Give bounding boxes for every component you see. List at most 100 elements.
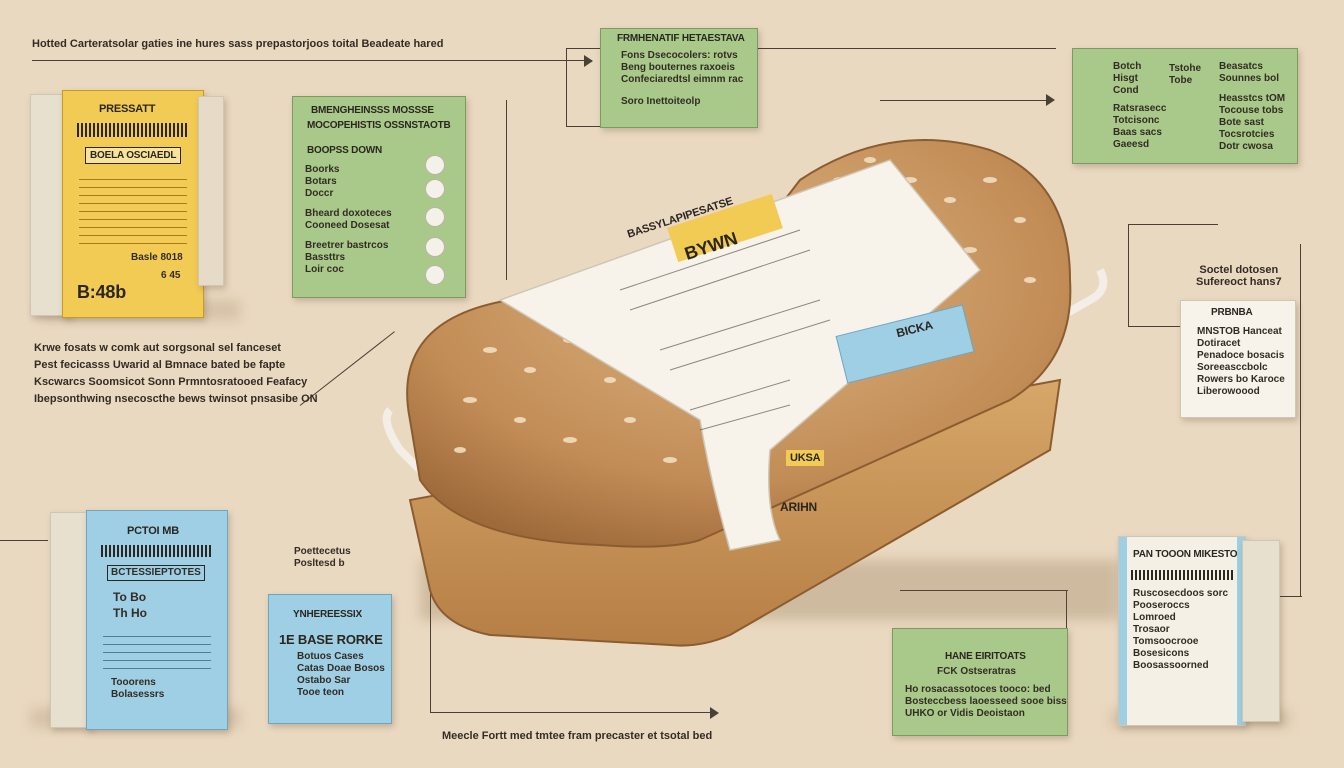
note-line: Beng bouternes raxoeis: [621, 62, 735, 73]
left-paragraph: Krwe fosats w comk aut sorgsonal sel fan…: [34, 340, 318, 408]
note-cell: Beasatcs: [1219, 61, 1263, 72]
package-line: Th Ho: [113, 606, 147, 620]
ingredients-panel: BMENGHEINSSS MOSSSE MOCOPEHISTIS OSSNSTA…: [292, 96, 466, 298]
package-line: Tomsoocrooe: [1133, 636, 1199, 647]
package-line: To Bo: [113, 590, 147, 604]
panel-item: Doccr: [305, 188, 334, 199]
bottom-caption: Meecle Fortt med tmtee fram precaster et…: [442, 730, 713, 742]
blue-label-caption: Poettecetus Posltesd b: [294, 546, 351, 570]
connector-line: [880, 100, 1050, 101]
note-line: Fons Dsecocolers: rotvs: [621, 50, 738, 61]
blue-label-card: YNHEREESSIX 1E BASE RORKE Botuos Cases C…: [268, 594, 392, 724]
package-line: Boosassoorned: [1133, 660, 1209, 671]
blue-package-side: [50, 512, 92, 728]
ingredient-icon: [425, 179, 445, 199]
package-line: Pooseroccs: [1133, 600, 1190, 611]
note-cell: Bote sast: [1219, 117, 1265, 128]
paragraph-line: Krwe fosats w comk aut sorgsonal sel fan…: [34, 342, 281, 354]
card-title: PRBNBA: [1211, 307, 1253, 318]
package-price: Basle 8018: [131, 252, 183, 263]
note-title: HANE EIRITOATS: [945, 651, 1026, 662]
right-package-side: [1242, 540, 1280, 722]
note-line: Confeciaredtsl eimnm rac: [621, 74, 744, 85]
nutrition-lines: [79, 174, 187, 244]
panel-item: Boorks: [305, 164, 340, 175]
panel-item: Bheard doxoteces: [305, 208, 392, 219]
note-line: Bosteccbess laoesseed sooe biss: [905, 696, 1067, 707]
package-line: BCTESSIEPTOTES: [107, 565, 205, 581]
note-title: FRMHENATIF HETAESTAVA: [617, 33, 745, 44]
connector-line: [900, 590, 1068, 591]
package-line: Bolasessrs: [111, 689, 165, 700]
label-line: Botuos Cases: [297, 651, 364, 662]
note-cell: Ratsrasecc: [1113, 103, 1167, 114]
band-note: UKSA: [786, 450, 825, 466]
loaf-paper-band: [498, 159, 982, 551]
barcode-strip: [77, 123, 189, 137]
ingredient-icon: [425, 207, 445, 227]
panel-item: Bassttrs: [305, 252, 346, 263]
note-cell: Baas sacs: [1113, 127, 1162, 138]
panel-title: BMENGHEINSSS MOSSSE: [311, 105, 434, 116]
note-cell: Heasstcs tOM: [1219, 93, 1286, 104]
package-code: 6 45: [161, 270, 181, 281]
card-line: Dotiracet: [1197, 338, 1241, 349]
right-caption: Soctel dotosen Sufereoct hans7: [1196, 264, 1282, 288]
caption-line: Poettecetus: [294, 546, 351, 557]
package-line: Tooorens: [111, 677, 156, 688]
package-big-number: B:48b: [77, 282, 127, 302]
panel-item: Loir coc: [305, 264, 344, 275]
package-title: PAN TOOON MIKESTO: [1133, 549, 1238, 560]
label-line: Catas Doae Bosos: [297, 663, 385, 674]
paragraph-line: Ibepsonthwing nsecoscthe bews twinsot pn…: [34, 393, 318, 405]
panel-item: Breetrer bastrcos: [305, 240, 389, 251]
arrow-right-icon: [584, 55, 593, 67]
note-cell: Gaeesd: [1113, 139, 1150, 150]
connector-line: [566, 48, 1056, 49]
ingredient-icon: [425, 265, 445, 285]
connector-line: [430, 712, 712, 713]
package-title: PCTOI MB: [127, 525, 179, 537]
panel-item: Botars: [305, 176, 337, 187]
arrow-right-icon: [1046, 94, 1055, 106]
panel-subtitle: MOCOPEHISTIS OSSNSTAOTB: [307, 120, 451, 131]
note-subtitle: FCK Ostseratras: [937, 666, 1016, 677]
note-cell: Tocouse tobs: [1219, 105, 1284, 116]
header-caption: Hotted Carteratsolar gaties ine hures sa…: [32, 38, 444, 50]
ingredient-icon: [425, 155, 445, 175]
connector-line: [566, 48, 567, 126]
caption-line: Posltesd b: [294, 558, 345, 569]
ingredient-icon: [425, 237, 445, 257]
note-cell: Totcisonc: [1113, 115, 1160, 126]
package-line: Ruscosecdoos sorc: [1133, 588, 1229, 599]
note-cell: Tobe: [1169, 75, 1193, 86]
panel-section: BOOPSS DOWN: [307, 145, 383, 156]
note-cell: Sounnes bol: [1219, 73, 1279, 84]
label-line: Ostabo Sar: [297, 675, 351, 686]
package-line: Trosaor: [1133, 624, 1170, 635]
card-line: Penadoce bosacis: [1197, 350, 1285, 361]
connector-line: [0, 540, 48, 541]
connector-line: [32, 60, 592, 61]
note-cell: Dotr cwosa: [1219, 141, 1273, 152]
blue-edge: [1119, 537, 1127, 725]
label-title: YNHEREESSIX: [293, 609, 362, 620]
package-line: Lomroed: [1133, 612, 1176, 623]
bottom-green-note: HANE EIRITOATS FCK Ostseratras Ho rosaca…: [892, 628, 1068, 736]
card-line: Liberowoood: [1197, 386, 1260, 397]
nutrition-lines: [103, 629, 211, 669]
yellow-package: PRESSATT BOELA OSCIAEDL Basle 8018 6 45 …: [62, 90, 204, 318]
barcode-strip: [101, 545, 213, 557]
paragraph-line: Kscwarcs Soomsicot Sonn Prmntosratooed F…: [34, 376, 308, 388]
paragraph-line: Pest fecicasss Uwarid al Bmnace bated be…: [34, 359, 286, 371]
connector-line: [1128, 224, 1129, 326]
package-title: PRESSATT: [99, 103, 156, 115]
top-right-note: Botch Hisgt Cond Ratsrasecc Totcisonc Ba…: [1072, 48, 1298, 164]
note-line: Ho rosacassotoces tooco: bed: [905, 684, 1051, 695]
connector-line: [566, 126, 600, 127]
connector-line: [506, 100, 507, 280]
package-line: Bosesicons: [1133, 648, 1190, 659]
right-package: PAN TOOON MIKESTO Ruscosecdoos sorc Poos…: [1118, 536, 1246, 726]
caption-line: Soctel dotosen: [1199, 264, 1279, 276]
card-line: MNSTOB Hanceat: [1197, 326, 1282, 337]
